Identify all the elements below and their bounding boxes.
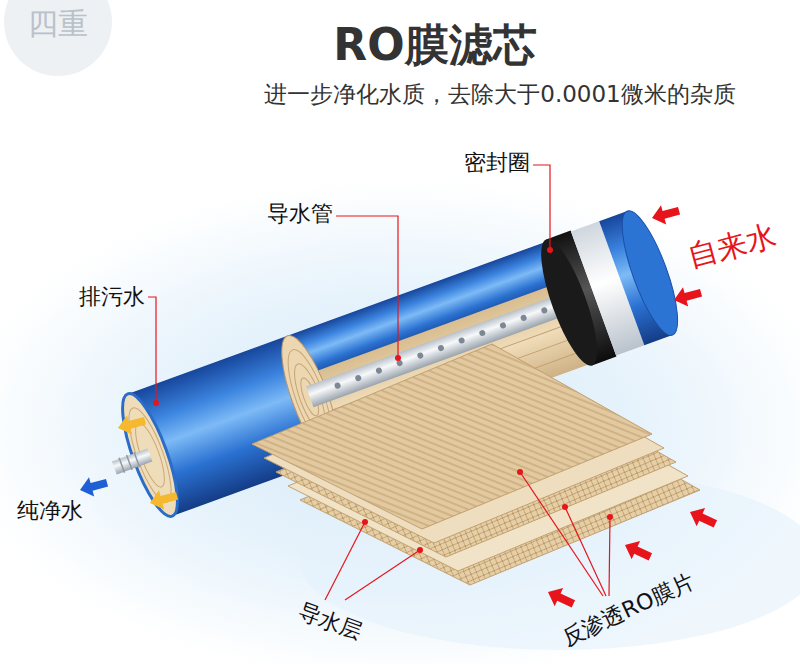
part-label: 密封圈 — [464, 150, 530, 176]
subtitle: 进一步净化水质，去除大于0.0001微米的杂质 — [264, 81, 735, 109]
flow-label: 纯净水 — [17, 498, 83, 524]
flow-label: 排污水 — [79, 284, 145, 310]
title: RO膜滤芯 — [333, 19, 536, 72]
watermark: 四重 — [28, 6, 88, 42]
part-label: 导水管 — [267, 201, 333, 227]
